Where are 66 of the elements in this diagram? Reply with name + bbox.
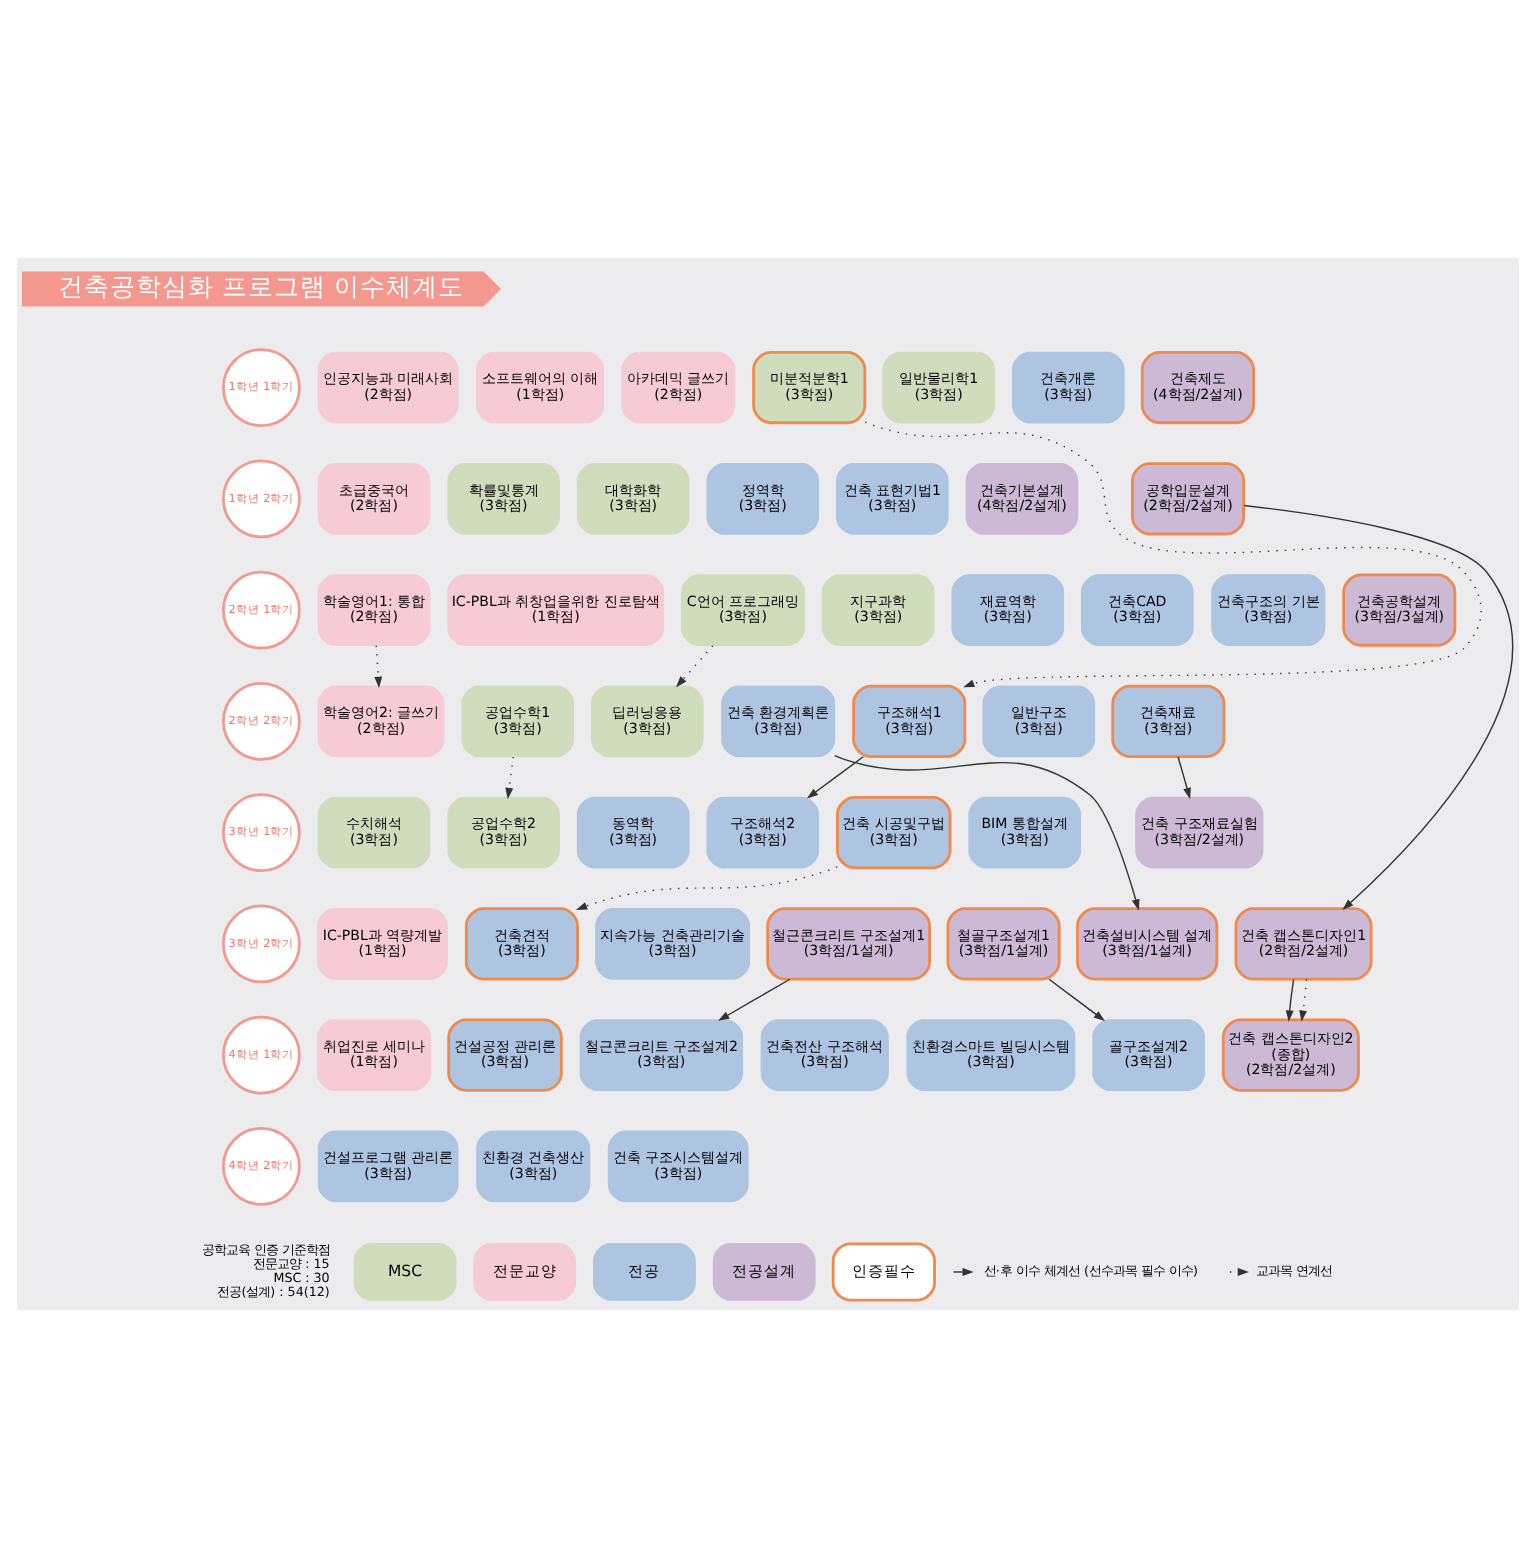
- node-box: 건축공학설계 (3학점/3설계): [1342, 573, 1457, 647]
- node-box: 동역학 (3학점): [576, 796, 690, 869]
- arrow: [675, 645, 714, 688]
- node-box: 취업진로 세미나 (1학점): [317, 1019, 432, 1091]
- node-box: 건축개론 (3학점): [1012, 351, 1125, 424]
- node-box: 딥러닝응용 (3학점): [590, 685, 704, 758]
- node-box: 지속가능 건축관리기술 (3학점): [595, 907, 751, 980]
- node-box: 지구과학 (3학점): [821, 574, 935, 646]
- node-box: 학술영어1: 통합 (2학점): [317, 574, 431, 646]
- node-box: 건설공정 관리론 (3학점): [447, 1018, 563, 1092]
- arrow: [374, 645, 383, 688]
- node-box: 구조해석1 (3학점): [852, 684, 967, 758]
- node-box: 아카데믹 글쓰기 (2학점): [621, 351, 736, 424]
- node-box: 건축기본설계 (4학점/2설계): [965, 462, 1079, 535]
- node-box: 미분적분학1 (3학점): [752, 350, 867, 425]
- arrow: [718, 978, 791, 1021]
- node-box: 철골구조설계1 (3학점/1설계): [946, 907, 1061, 981]
- arrow: [575, 866, 838, 910]
- arrow: [1177, 756, 1191, 800]
- arrow: [1299, 978, 1308, 1022]
- node-box: 건축 구조재료실험 (3학점/2설계): [1135, 796, 1264, 869]
- node-box: 공업수학2 (3학점): [447, 796, 560, 869]
- node-box: 친환경스마트 빌딩시스템 (3학점): [906, 1019, 1076, 1091]
- node-box: 소프트웨어의 이해 (1학점): [476, 351, 605, 424]
- arrow: [806, 756, 864, 799]
- node-box: 건축 캡스톤디자인1 (2학점/2설계): [1234, 907, 1373, 981]
- node-box: IC-PBL과 취창업을위한 진로탐색 (1학점): [447, 574, 665, 646]
- arrow: [1243, 504, 1513, 911]
- arrow: [1048, 978, 1105, 1022]
- node-box: 건축 캡스톤디자인2 (종합) (2학점/2설계): [1221, 1018, 1360, 1092]
- node-box: 일반구조 (3학점): [982, 685, 1096, 758]
- node-box: 공학입문설계 (2학점/2설계): [1131, 462, 1246, 536]
- node-box: 대학화학 (3학점): [576, 462, 690, 535]
- node-box: 일반물리학1 (3학점): [882, 351, 996, 424]
- node-box: 철근콘크리트 구조설계1 (3학점/1설계): [766, 907, 932, 981]
- node-box: 건축 시공및구법 (3학점): [835, 795, 952, 870]
- node-box: 건축설비시스템 설계 (3학점/1설계): [1076, 907, 1219, 981]
- node-box: 학술영어2: 글쓰기 (2학점): [317, 685, 445, 758]
- node-box: 구조해석2 (3학점): [706, 796, 820, 869]
- node-box: 건축제도 (4학점/2설계): [1140, 350, 1255, 425]
- node-box: BIM 통합설계 (3학점): [968, 796, 1081, 869]
- node-box: 초급중국어 (2학점): [317, 462, 431, 535]
- node-box: 수치해석 (3학점): [317, 796, 431, 869]
- node-box: 철근콘크리트 구조설계2 (3학점): [579, 1019, 744, 1091]
- node-box: 공업수학1 (3학점): [461, 685, 575, 758]
- node-box: 건축전산 구조해석 (3학점): [760, 1019, 889, 1091]
- node-box: 정역학 (3학점): [706, 462, 820, 535]
- node-box: 건축재료 (3학점): [1111, 684, 1226, 758]
- node-box: 건설프로그램 관리론 (3학점): [317, 1130, 459, 1203]
- diagram-title: 건축공학심화 프로그램 이수체계도: [58, 271, 465, 302]
- node-box: 건축 구조시스템설계 (3학점): [607, 1130, 749, 1203]
- arrow: [505, 756, 514, 800]
- node-box: 재료역학 (3학점): [951, 574, 1065, 646]
- node-box: 건축구조의 기본 (3학점): [1211, 574, 1326, 646]
- node-box: 건축 표현기법1 (3학점): [835, 462, 949, 535]
- node-box: 친환경 건축생산 (3학점): [476, 1130, 591, 1203]
- node-box: 건축 환경계획론 (3학점): [721, 685, 836, 758]
- node-box: C언어 프로그래밍 (3학점): [681, 574, 805, 646]
- node-box: IC-PBL과 역량계발 (1학점): [317, 907, 448, 980]
- node-box: 건축CAD (3학점): [1081, 574, 1194, 646]
- node-box: 확률및통계 (3학점): [447, 462, 560, 535]
- node-box: 건축견적 (3학점): [464, 907, 579, 981]
- arrow: [1285, 978, 1295, 1022]
- arrow: [864, 421, 1482, 688]
- node-box: 인공지능과 미래사회 (2학점): [317, 351, 459, 424]
- node-box: 골구조설계2 (3학점): [1092, 1019, 1205, 1091]
